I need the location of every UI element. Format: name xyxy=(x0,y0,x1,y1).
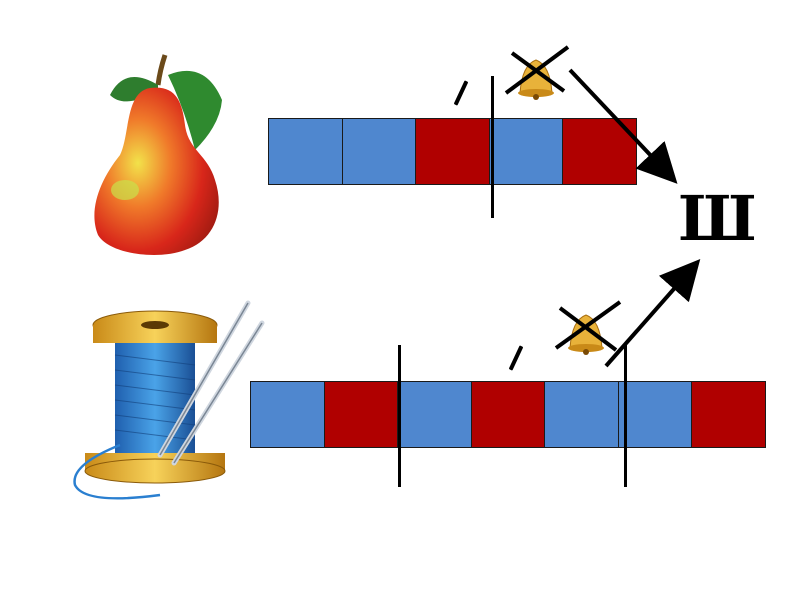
word-scheme-thread xyxy=(250,381,766,448)
target-letter: Ш xyxy=(678,188,757,250)
stress-mark xyxy=(509,345,524,370)
consonant-cell xyxy=(342,118,417,185)
consonant-cell xyxy=(544,381,619,448)
syllable-divider xyxy=(624,345,627,487)
stress-mark xyxy=(454,80,469,105)
pear-picture xyxy=(70,40,230,260)
vowel-cell xyxy=(562,118,637,185)
pear-icon xyxy=(70,40,230,260)
consonant-cell xyxy=(250,381,325,448)
thread-spool-icon xyxy=(60,295,280,510)
consonant-cell xyxy=(268,118,343,185)
vowel-cell xyxy=(691,381,766,448)
bell-icon xyxy=(548,300,628,360)
bell-icon xyxy=(498,45,578,105)
syllable-divider xyxy=(398,345,401,487)
consonant-cell xyxy=(489,118,564,185)
vowel-cell xyxy=(324,381,399,448)
consonant-cell xyxy=(618,381,693,448)
spool-picture xyxy=(60,295,280,510)
vowel-cell xyxy=(471,381,546,448)
word-scheme-pear xyxy=(268,118,637,185)
consonant-cell xyxy=(397,381,472,448)
vowel-cell xyxy=(415,118,490,185)
syllable-divider xyxy=(491,76,494,218)
